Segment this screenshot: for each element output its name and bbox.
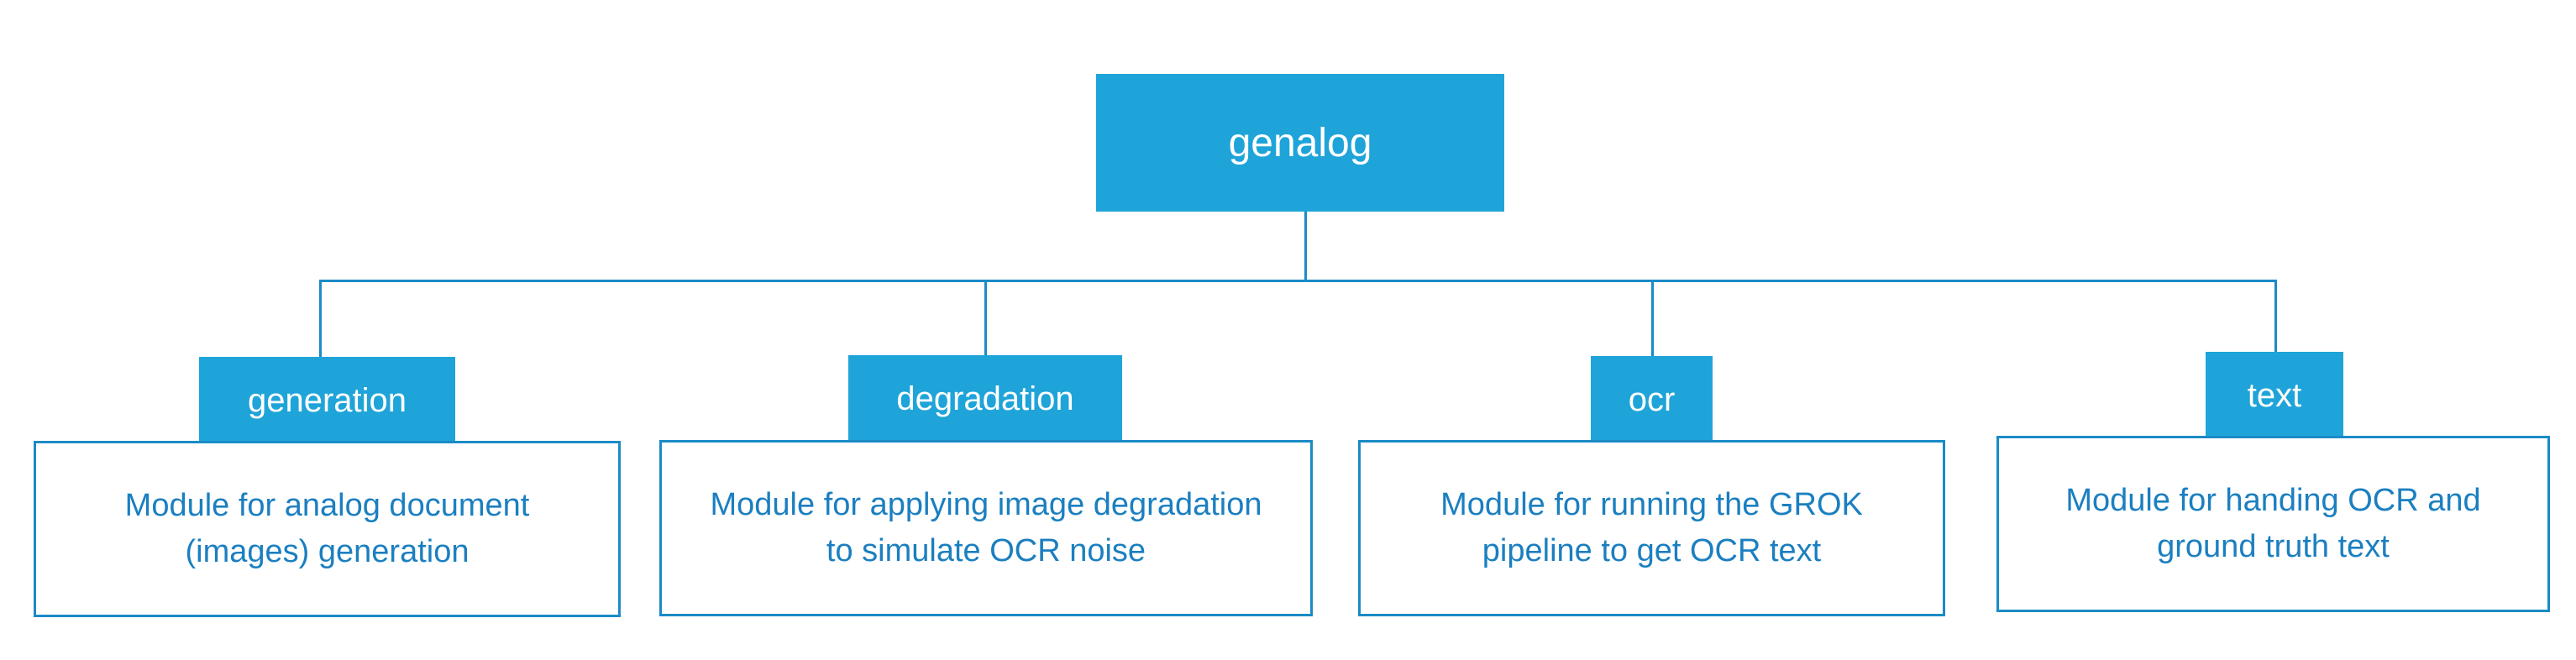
horizontal-branch-line [319,280,2277,282]
branch-line-generation [319,280,322,359]
module-description-ocr: Module for running the GROK pipeline to … [1358,440,1945,616]
module-name-generation: generation [247,381,407,419]
module-tab-ocr: ocr [1591,356,1713,443]
module-tab-text: text [2206,352,2343,439]
module-name-ocr: ocr [1628,380,1676,418]
root-node-label: genalog [1228,120,1372,165]
module-description-text-generation: Module for analog document (images) gene… [124,487,530,569]
branch-line-ocr [1651,280,1654,358]
module-description-text-ocr: Module for running the GROK pipeline to … [1440,486,1863,568]
branch-line-degradation [984,280,987,357]
module-description-text: Module for handing OCR and ground truth … [1996,436,2550,612]
branch-line-text [2274,280,2277,354]
module-name-text: text [2247,376,2302,414]
module-description-text-text: Module for handing OCR and ground truth … [2065,482,2481,564]
root-node-genalog: genalog [1096,74,1504,212]
module-description-text-degradation: Module for applying image degradation to… [710,486,1262,568]
module-tab-degradation: degradation [848,355,1122,443]
module-name-degradation: degradation [896,380,1074,417]
root-stem-line [1304,212,1307,282]
module-tab-generation: generation [199,357,455,444]
module-description-degradation: Module for applying image degradation to… [659,440,1313,616]
module-description-generation: Module for analog document (images) gene… [34,441,621,617]
